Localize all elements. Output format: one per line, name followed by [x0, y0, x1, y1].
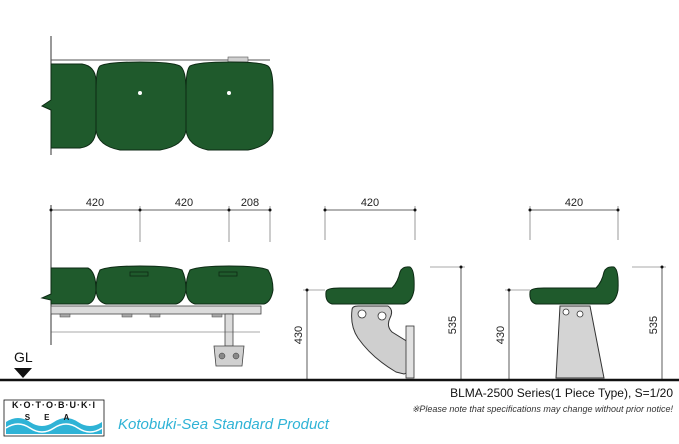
side1-total-height-dim: 535	[447, 316, 459, 334]
side1-width-dim: 420	[361, 197, 379, 209]
logo-sea: SEA	[24, 413, 84, 422]
kotobuki-logo: K·O·T·O·B·U·K·I SEA	[4, 400, 104, 436]
side-view-2: 420 430 535	[495, 197, 666, 380]
front-view: 420 420 208	[40, 197, 274, 367]
top-seat-right	[185, 61, 274, 151]
ground-line: GL	[0, 349, 679, 382]
specification-notice: ※Please note that specifications may cha…	[411, 404, 673, 414]
side1-seat-height-dim: 430	[293, 326, 305, 344]
product-label: Kotobuki-Sea Standard Product	[118, 416, 329, 433]
front-dim-3: 208	[241, 197, 259, 209]
series-title: BLMA-2500 Series(1 Piece Type), S=1/20	[450, 386, 673, 400]
side-view-1: 420 430 535	[293, 197, 465, 380]
top-view	[40, 36, 274, 155]
side2-seat-height-dim: 430	[495, 326, 507, 344]
top-seat-left	[40, 63, 97, 149]
front-dim-2: 420	[175, 197, 193, 209]
side2-width-dim: 420	[565, 197, 583, 209]
top-seat-middle	[95, 61, 187, 151]
logo-letters: K·O·T·O·B·U·K·I	[12, 400, 96, 410]
logo-mark	[3, 399, 105, 437]
side2-total-height-dim: 535	[648, 316, 660, 334]
front-dim-1: 420	[86, 197, 104, 209]
ground-label: GL	[14, 349, 33, 365]
